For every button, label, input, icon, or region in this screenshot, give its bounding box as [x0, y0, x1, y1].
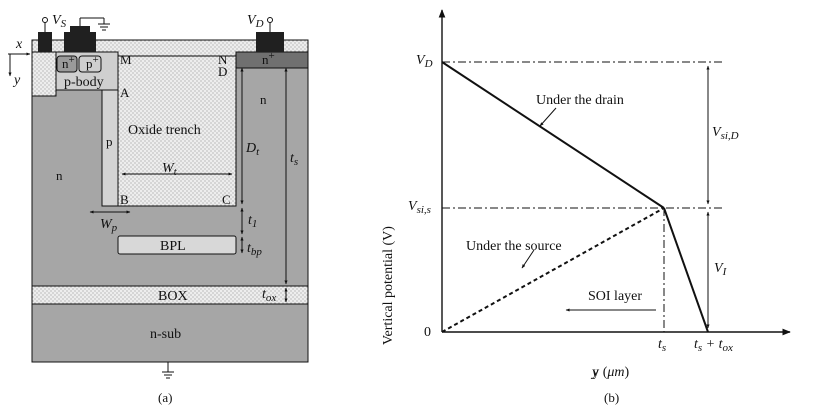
ts-label: ts	[290, 151, 298, 168]
source-ground-icon	[79, 17, 110, 31]
oxide-trench-label: Oxide trench	[128, 123, 201, 138]
n-drift-left-label: n	[56, 168, 63, 183]
wt-label: Wt	[162, 161, 178, 178]
axis-y-label: y	[12, 73, 21, 88]
dt-label: Dt	[245, 141, 260, 158]
n-plus-drain-label: n+	[262, 50, 275, 67]
soi-layer-label: SOI layer	[588, 289, 642, 304]
source-contact-left	[38, 32, 52, 52]
drain-terminal-pin	[267, 17, 273, 23]
drain-pointer	[539, 107, 557, 127]
vsid-label: Vsi,D	[712, 125, 739, 142]
left-oxide-block	[31, 51, 57, 97]
tbp-label: tbp	[247, 241, 262, 258]
source-contact-main	[64, 32, 96, 52]
chart-ylabel: Vertical potential (V)	[381, 226, 396, 345]
point-b-label: B	[120, 192, 129, 207]
under-source-curve	[441, 207, 665, 333]
under-source-label: Under the source	[466, 239, 562, 254]
panel-b-chart: Vertical potential (V) VD Vsi,s 0 ts ts …	[381, 9, 791, 405]
x-tick-ts-plus-tox: ts + tox	[694, 337, 733, 354]
x-tick-ts: ts	[658, 337, 666, 354]
panel-a-caption: (a)	[158, 390, 172, 405]
p-plus-label: p+	[86, 54, 99, 71]
n-drift-right-label: n	[260, 92, 267, 107]
under-drain-label: Under the drain	[536, 93, 624, 108]
bpl-region	[117, 235, 237, 255]
panel-b-caption: (b)	[604, 390, 619, 405]
t1-label: t1	[248, 213, 257, 230]
source-pointer	[521, 249, 535, 269]
panel-a-device: VS VD x y n+ p+ p-body n+ n n p Oxide tr…	[8, 13, 309, 405]
point-a-label: A	[120, 85, 130, 100]
bpl-label: BPL	[160, 239, 186, 254]
tox-label: tox	[262, 287, 276, 304]
vd-label: VD	[247, 13, 264, 30]
y-tick-vd: VD	[416, 53, 433, 70]
vs-label: VS	[52, 13, 67, 30]
wp-label: Wp	[100, 217, 118, 234]
p-strip-label: p	[106, 134, 113, 149]
point-m-label: M	[120, 52, 132, 67]
chart-xlabel: yy (μm)	[590, 365, 630, 380]
n-plus-source-region	[56, 55, 78, 73]
box-label: BOX	[158, 289, 188, 304]
y-tick-vsis: Vsi,s	[408, 199, 431, 216]
n-plus-source-label: n+	[62, 54, 75, 71]
vi-label: VI	[714, 261, 728, 278]
point-n-label: N	[218, 52, 228, 67]
oxide-trench	[117, 55, 237, 207]
axis-x-label: x	[15, 37, 23, 52]
source-contact-top	[70, 26, 90, 34]
source-terminal-pin	[42, 17, 48, 23]
n-sub-region	[31, 303, 309, 363]
oxide-drop-curve	[663, 207, 709, 333]
origin-label: 0	[424, 325, 431, 340]
p-plus-region	[78, 55, 102, 73]
drain-contact	[256, 32, 284, 52]
point-c-label: C	[222, 192, 231, 207]
point-d-label: D	[218, 64, 227, 79]
n-sub-label: n-sub	[150, 327, 181, 342]
substrate-ground-icon	[162, 362, 174, 379]
under-drain-curve	[441, 61, 665, 209]
p-body-label: p-body	[64, 75, 104, 90]
